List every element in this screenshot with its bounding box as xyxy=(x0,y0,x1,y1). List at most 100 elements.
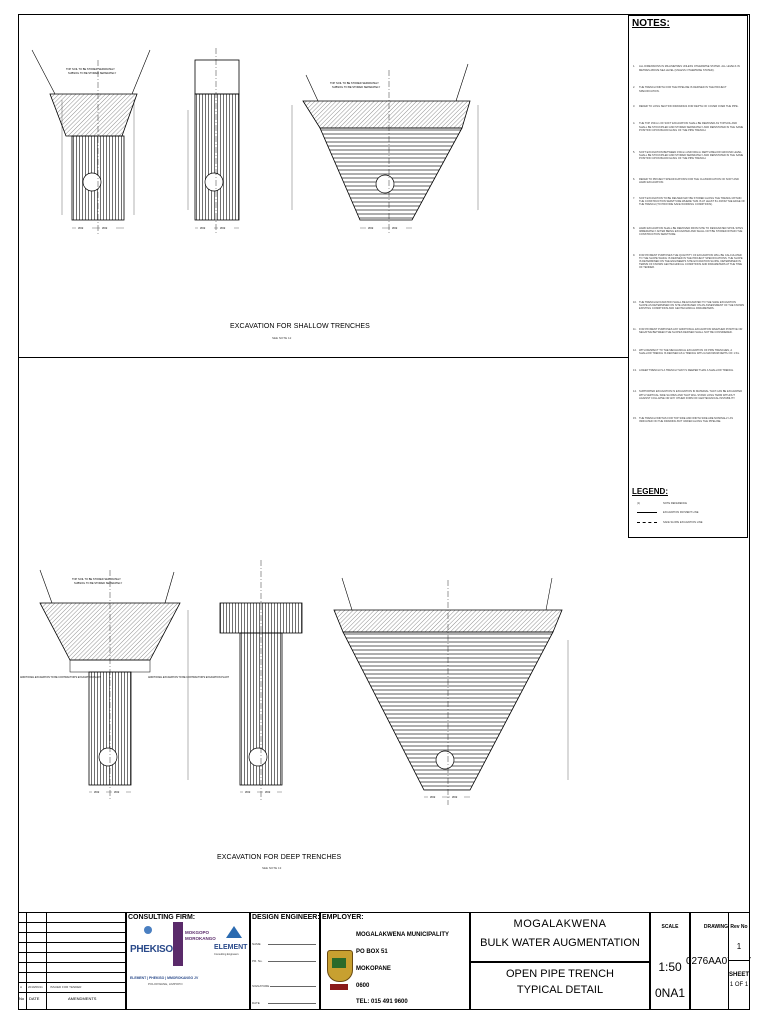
note-text: HARD EXCAVATION SHALL BE REMOVED FROM SI… xyxy=(639,226,744,237)
shallow2-half-width-left: W/2 xyxy=(200,226,206,230)
project-line-1: MOGALAKWENA xyxy=(513,918,607,930)
note-text: THE TOP 150mm OF SOFT EXCAVATION SHALL B… xyxy=(639,122,744,132)
scale-label: SCALE xyxy=(661,924,679,930)
shallow-trench-vertical xyxy=(187,48,240,235)
note-text: REFER TO PROJECT SPECIFICATIONS FOR THE … xyxy=(639,177,739,184)
note-text: WITH RESPECT TO THE MECHANICAL EXCAVATIO… xyxy=(639,348,740,355)
employer-name: MOGALAKWENA MUNICIPALITY xyxy=(356,932,449,938)
jv-sub: POLOKWANE, LIMPOPO xyxy=(148,982,183,986)
deep-caption: EXCAVATION FOR DEEP TRENCHES xyxy=(217,854,342,861)
shallow-caption: EXCAVATION FOR SHALLOW TRENCHES xyxy=(230,323,370,330)
rev-entry-text: ISSUED FOR TENDER xyxy=(50,985,82,989)
note-number: 11. xyxy=(633,327,637,331)
employer-code: 0600 xyxy=(356,983,370,989)
deep-caption-note: SEE NOTE 13 xyxy=(262,866,282,870)
note-text: FOR PAYMENT PURPOSES THE QUANTITY OF EXC… xyxy=(639,253,743,270)
phekiso-logo: PHEKISO xyxy=(130,926,173,964)
shallow2-half-width-right: W/2 xyxy=(220,226,226,230)
note-number: 8. xyxy=(633,226,636,230)
note-number: 9. xyxy=(633,253,636,257)
design-field-prno: PR. No. xyxy=(252,959,263,963)
firm-3-sub: Consulting Engineers xyxy=(214,953,239,956)
design-field-name: NAME xyxy=(252,942,261,946)
scale-box xyxy=(650,912,690,1010)
shallow-trench-sloped-top xyxy=(31,49,151,235)
note-number: 13. xyxy=(633,369,637,373)
rev-entry-no: A xyxy=(20,985,23,989)
deep1-subsoil-label: SUBSOIL TO BE STORED SEPARATELY xyxy=(74,581,122,585)
drawing-no: 0276AA07D07 xyxy=(686,956,752,967)
note-number: 2. xyxy=(633,86,636,90)
note-text: FOR PAYMENT PURPOSES ANY ADDITIONAL EXCA… xyxy=(639,327,743,334)
deep3-half-width-left: W/2 xyxy=(430,795,436,799)
note-text: SOFT EXCAVATION BETWEEN 150mm AND 600mm … xyxy=(639,150,744,161)
scale-value: 1:50 xyxy=(658,960,682,974)
note-text: THE TRENCH WIDTH FOR THE PIPELINE IS DEF… xyxy=(639,86,727,93)
shallow3-half-width-left: W/2 xyxy=(368,226,374,230)
note-number: 15. xyxy=(633,416,637,420)
rev-label: Rev No xyxy=(730,924,748,930)
note-text: THE TRENCH WIDTHS FOR TOP SIDE AND WIDTH… xyxy=(639,416,733,424)
firm-3-name: ELEMENT xyxy=(214,944,248,951)
rev-value: 1 xyxy=(736,942,742,951)
consulting-firm-box xyxy=(126,912,250,1010)
drawing-title-line-2: TYPICAL DETAIL xyxy=(516,984,604,996)
drawing-title-line-1: OPEN PIPE TRENCH xyxy=(506,968,614,980)
deep1-additional-excavation-left: ADDITIONAL EXCAVATION TO BE CONTRACTOR'S… xyxy=(20,676,102,679)
note-text: THE TRENCH EXCAVATION SHALL BE EXCAVATED… xyxy=(639,301,745,311)
design-engineer-box xyxy=(250,912,320,1010)
rev-col-date: DATE xyxy=(29,996,40,1001)
employer-town: MOKOPANE xyxy=(356,966,391,972)
shallow1-topsoil-label: TOP SOIL TO BE STORED SEPARATELY xyxy=(66,67,115,71)
legend-row-payment-line: EXCAVATION PAYMENT LINE xyxy=(635,511,745,517)
rev-col-amendments: AMENDMENTS xyxy=(68,996,97,1001)
legend-row-safe-slope: SAFE SLOPE EXCAVATION LINE xyxy=(635,521,745,527)
sheet-value: 1 OF 1 xyxy=(729,982,749,988)
design-field-signature: SIGNATURE xyxy=(252,984,270,988)
legend-title: LEGEND: xyxy=(632,487,668,496)
mmorokango-logo: MOKGOPO MOROKANGO xyxy=(173,922,216,970)
deep2-half-width-right: W/2 xyxy=(265,790,271,794)
note-number: 1. xyxy=(633,65,636,69)
design-field-date: DATE xyxy=(252,1001,260,1005)
note-text: REFER TO LONG SECTION DRAWINGS FOR DEPTH… xyxy=(639,105,739,109)
note-text: A DEEP TRENCH IS A TRENCH THAT IS DEEPER… xyxy=(639,369,734,373)
firm-2-name: MOKGOPO MOROKANGO xyxy=(185,930,216,941)
deep-trench-v-shape xyxy=(333,577,569,805)
shallow3-subsoil-label: SUBSOIL TO BE STORED SEPARATELY xyxy=(332,85,380,89)
rev-sheet-box xyxy=(728,912,750,1010)
deep1-half-width-left: W/2 xyxy=(94,790,100,794)
design-label: DESIGN ENGINEER: xyxy=(252,914,320,921)
note-text: ALL DIMENSIONS IN MILLIMETRES UNLESS OTH… xyxy=(639,65,740,72)
deep-trench-t-section xyxy=(219,560,303,800)
note-text: SUPPORTED EXCAVATION IS EXCAVATION IN MA… xyxy=(639,390,743,400)
jv-line: ELEMENT | PHEKISO | MMOROKANGO JV xyxy=(130,976,199,980)
consulting-label: CONSULTING FIRM: xyxy=(128,914,196,921)
note-number: 3. xyxy=(633,105,636,109)
municipality-crest xyxy=(324,928,354,1006)
employer-tel: TEL: 015 491 9600 xyxy=(356,999,408,1005)
employer-box xyxy=(320,912,470,1010)
legend-text: SAFE SLOPE EXCAVATION LINE xyxy=(663,521,703,524)
rev-col-no: No xyxy=(19,996,25,1001)
shallow1-half-width-left: W/2 xyxy=(78,226,84,230)
note-text: SOFT EXCAVATION TO BE REUSED MAY BE STOR… xyxy=(639,196,745,206)
legend-row-note-ref: (1) NOTE REFERENCE xyxy=(635,502,745,508)
title-block: 2019/09/11 A ISSUED FOR TENDER No DATE A… xyxy=(18,912,752,1010)
firm-1-name: PHEKISO xyxy=(130,944,173,955)
sheet-label: SHEET xyxy=(728,972,749,978)
deep3-half-width-right: W/2 xyxy=(452,795,458,799)
shallow3-topsoil-label: TOP SOIL TO BE STORED SEPARATELY xyxy=(330,81,379,85)
note-number: 12. xyxy=(633,348,637,352)
deep1-topsoil-label: TOP SOIL TO BE STORED SEPARATELY xyxy=(72,577,121,581)
notes-panel: NOTES: 1.ALL DIMENSIONS IN MILLIMETRES U… xyxy=(628,15,748,538)
shallow-trench-v-shape xyxy=(291,63,479,235)
note-number: 5. xyxy=(633,150,636,154)
shallow1-half-width-right: W/2 xyxy=(102,226,108,230)
legend-text: EXCAVATION PAYMENT LINE xyxy=(663,511,699,514)
sheet-size: 0NA1 xyxy=(654,986,686,1000)
note-number: 6. xyxy=(633,177,636,181)
section-divider xyxy=(18,357,628,358)
shallow1-subsoil-label: SUBSOIL TO BE STORED SEPARATELY xyxy=(68,71,116,75)
